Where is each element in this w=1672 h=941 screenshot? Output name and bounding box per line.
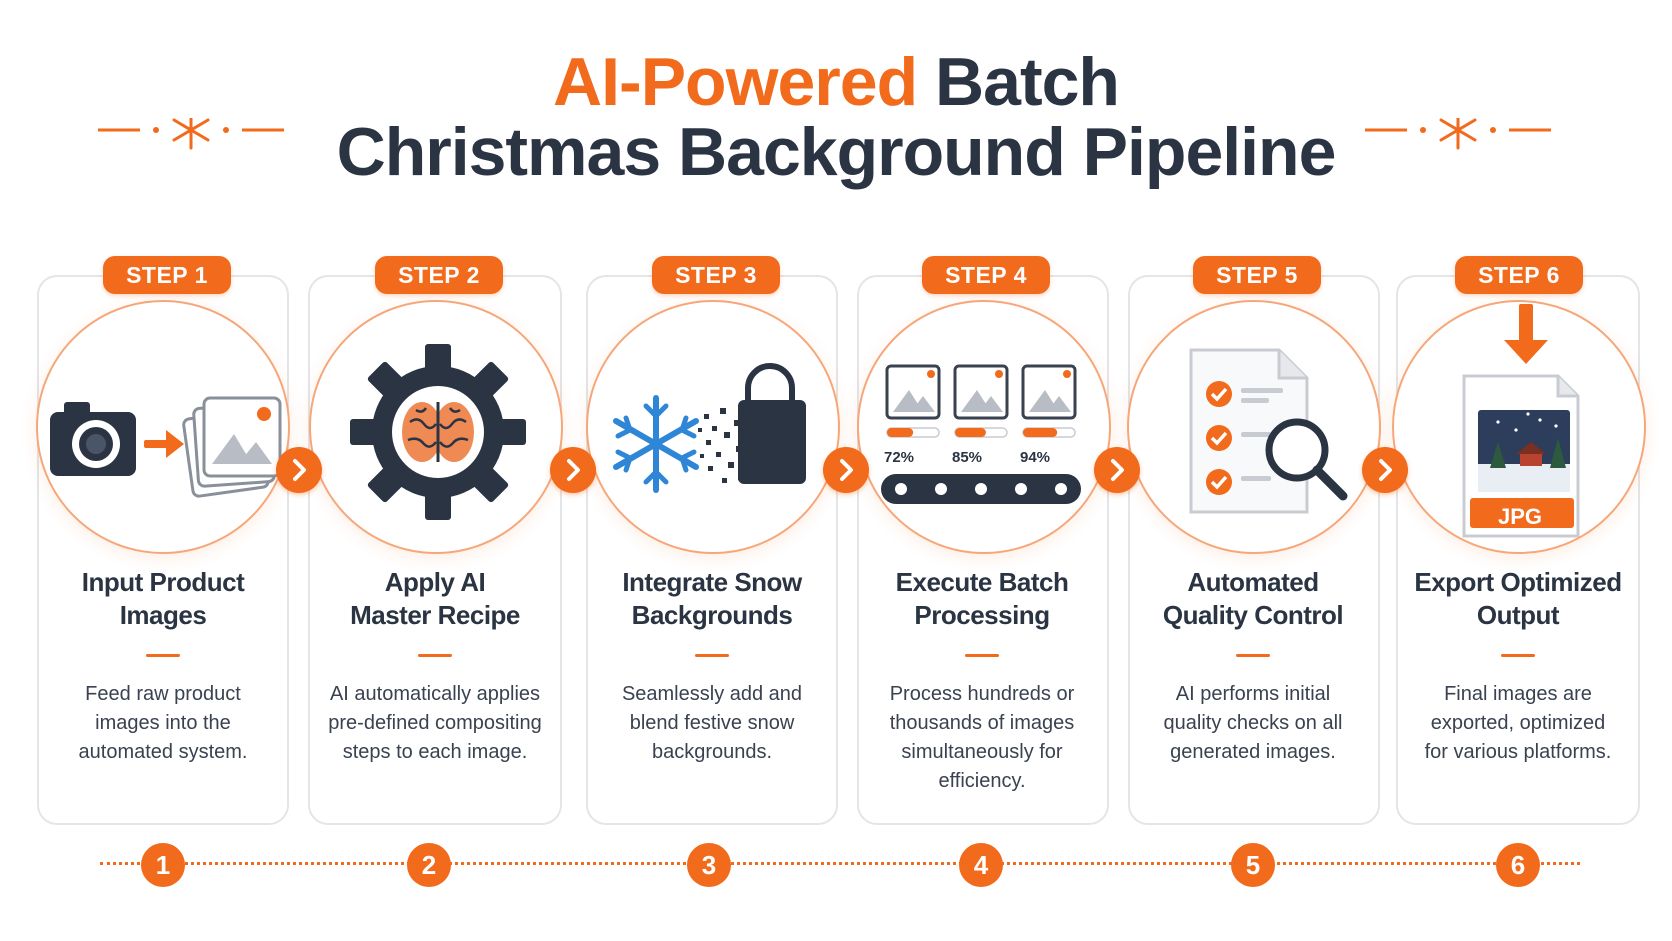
step-title-1: Input Product Images xyxy=(38,566,288,632)
step-desc-line: automated system. xyxy=(78,741,248,763)
step-desc-line: AI performs initial xyxy=(1175,683,1331,705)
step-badge-3: STEP 3 xyxy=(652,256,780,294)
title-accent: AI-Powered xyxy=(553,44,918,120)
step-divider-3 xyxy=(695,654,729,657)
step-desc-line: AI automatically applies xyxy=(329,683,541,705)
progress-fill xyxy=(1023,428,1058,437)
step-title-6: Export Optimized Output xyxy=(1393,566,1643,632)
progress-bar-icon xyxy=(886,427,1076,438)
step-badge-2: STEP 2 xyxy=(375,256,503,294)
image-stack-icon xyxy=(182,396,282,498)
step-desc-line: exported, optimized xyxy=(1430,712,1606,734)
step-divider-1 xyxy=(146,654,180,657)
progress-fill xyxy=(955,428,986,437)
title-rest: Batch xyxy=(917,44,1120,120)
step-title-line: Images xyxy=(119,600,207,630)
step-title-3: Integrate Snow Backgrounds xyxy=(587,566,837,632)
step-badge-4: STEP 4 xyxy=(922,256,1050,294)
step-desc-1: Feed raw product images into the automat… xyxy=(38,680,288,767)
next-arrow-icon-3 xyxy=(823,447,869,493)
step-badge-6: STEP 6 xyxy=(1455,256,1583,294)
step-desc-5: AI performs initial quality checks on al… xyxy=(1128,680,1378,767)
snowflake-ornament-right xyxy=(1365,118,1551,150)
step-number-1: 1 xyxy=(141,843,185,887)
step-desc-line: thousands of images xyxy=(889,712,1075,734)
step-desc-2: AI automatically applies pre-defined com… xyxy=(310,680,560,767)
step-desc-4: Process hundreds or thousands of images … xyxy=(857,680,1107,796)
step-number-3: 3 xyxy=(687,843,731,887)
step-divider-5 xyxy=(1236,654,1270,657)
jpg-file-icon xyxy=(1462,374,1580,538)
image-frame-icon xyxy=(885,364,1077,420)
step-desc-line: blend festive snow xyxy=(629,712,795,734)
step-desc-line: efficiency. xyxy=(938,770,1026,792)
step-divider-2 xyxy=(418,654,452,657)
step-title-line: Input Product xyxy=(81,567,245,597)
arrow-right-icon xyxy=(144,430,184,458)
step-title-4: Execute Batch Processing xyxy=(857,566,1107,632)
jpg-label: JPG xyxy=(1497,504,1543,529)
step-desc-line: pre-defined compositing xyxy=(328,712,542,734)
conveyor-belt-icon xyxy=(881,474,1081,504)
step-desc-line: Feed raw product xyxy=(85,683,241,705)
step-number-2: 2 xyxy=(407,843,451,887)
magnifier-icon xyxy=(1265,418,1348,501)
dissolve-particles xyxy=(698,408,744,483)
step-title-line: Export Optimized xyxy=(1414,567,1622,597)
step-desc-line: Final images are xyxy=(1444,683,1592,705)
progress-label-1: 72% xyxy=(884,449,915,466)
step-illustration-6 xyxy=(1392,300,1646,554)
step-title-line: Output xyxy=(1476,600,1560,630)
snowflake-ornament-left xyxy=(98,118,284,150)
page-title-line1: AI-Powered Batch xyxy=(0,42,1672,122)
step-badge-5: STEP 5 xyxy=(1193,256,1321,294)
step-title-line: Processing xyxy=(914,600,1050,630)
step-title-2: Apply AI Master Recipe xyxy=(310,566,560,632)
step-number-6: 6 xyxy=(1496,843,1540,887)
step-desc-line: Process hundreds or xyxy=(889,683,1075,705)
step-illustration-2 xyxy=(309,300,563,554)
shopping-bag-icon xyxy=(738,363,806,484)
step-title-line: Backgrounds xyxy=(631,600,793,630)
step-desc-line: for various platforms. xyxy=(1424,741,1612,763)
step-illustration-3 xyxy=(586,300,840,554)
step-illustration-4 xyxy=(857,300,1111,554)
step-divider-6 xyxy=(1501,654,1535,657)
step-title-line: Automated xyxy=(1187,567,1319,597)
step-desc-line: images into the xyxy=(95,712,231,734)
next-arrow-icon-2 xyxy=(550,447,596,493)
step-desc-6: Final images are exported, optimized for… xyxy=(1393,680,1643,767)
step-desc-line: Seamlessly add and xyxy=(621,683,803,705)
next-arrow-icon-4 xyxy=(1094,447,1140,493)
step-desc-line: simultaneously for xyxy=(901,741,1063,763)
step-desc-line: generated images. xyxy=(1170,741,1336,763)
step-title-line: Execute Batch xyxy=(895,567,1069,597)
step-number-4: 4 xyxy=(959,843,1003,887)
camera-icon xyxy=(50,402,136,476)
gear-brain-icon xyxy=(350,344,526,520)
step-title-5: Automated Quality Control xyxy=(1128,566,1378,632)
step-desc-line: backgrounds. xyxy=(651,741,773,763)
step-desc-line: steps to each image. xyxy=(342,741,528,763)
next-arrow-icon-5 xyxy=(1362,447,1408,493)
step-number-5: 5 xyxy=(1231,843,1275,887)
step-title-line: Quality Control xyxy=(1162,600,1344,630)
page-title-line2: Christmas Background Pipeline xyxy=(336,114,1337,190)
step-badge-1: STEP 1 xyxy=(103,256,231,294)
step-divider-4 xyxy=(965,654,999,657)
step-illustration-1 xyxy=(36,300,290,554)
step-illustration-5 xyxy=(1127,300,1381,554)
progress-fill xyxy=(887,428,914,437)
progress-label-2: 85% xyxy=(952,449,983,466)
step-title-line: Master Recipe xyxy=(350,600,520,630)
timeline-dotted-line xyxy=(100,862,1580,867)
step-title-line: Integrate Snow xyxy=(622,567,802,597)
step-desc-line: quality checks on all xyxy=(1163,712,1343,734)
download-arrow-icon xyxy=(1504,304,1548,364)
progress-label-3: 94% xyxy=(1020,449,1051,466)
snowflake-icon xyxy=(613,395,699,493)
next-arrow-icon-1 xyxy=(276,447,322,493)
step-desc-3: Seamlessly add and blend festive snow ba… xyxy=(587,680,837,767)
step-title-line: Apply AI xyxy=(384,567,486,597)
